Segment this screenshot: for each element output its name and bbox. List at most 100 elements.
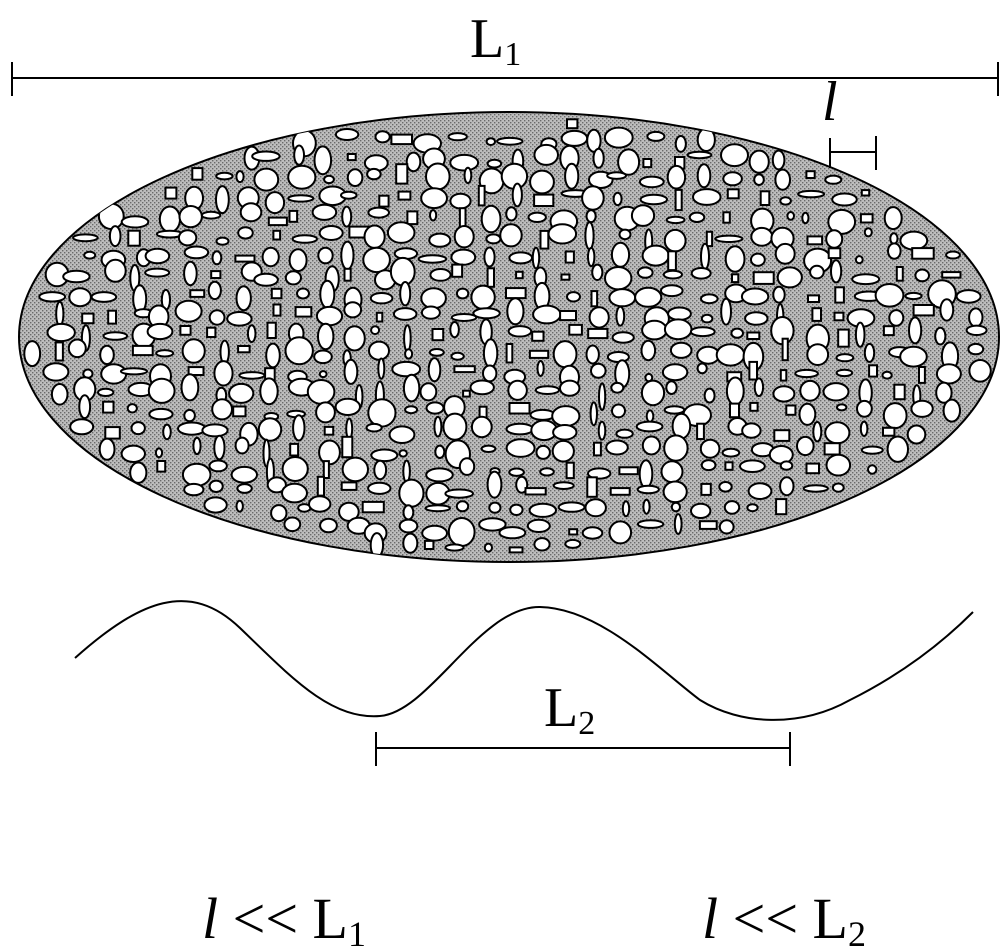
pore [566,291,581,303]
pore [785,404,797,416]
pore [642,498,651,515]
pore [723,500,741,515]
pore [799,379,821,402]
pore [511,182,523,208]
pore [724,461,734,471]
pore [507,379,528,401]
pore [431,328,445,342]
pore [246,324,257,344]
pore [893,383,906,401]
pore [406,210,419,226]
pore [334,128,360,141]
pore [552,340,578,369]
condition-l-much-less-than-l1: l << L1 [202,886,366,947]
pore [378,194,390,208]
pore [462,389,471,398]
pore [665,380,678,396]
pore [559,379,581,397]
pore [346,168,364,188]
pore [638,459,654,489]
pore [934,326,947,346]
pore [584,221,595,251]
pore [606,171,627,180]
pore [598,382,607,412]
pore [809,264,825,280]
pore [421,524,449,542]
pore [346,153,357,162]
pore [564,162,580,190]
pore [362,246,391,274]
pore [368,340,390,361]
pore [690,267,712,280]
pore [402,532,419,554]
pore [638,175,665,189]
pore [798,402,817,426]
pore [837,328,850,348]
pore [313,349,333,365]
pore [482,364,498,383]
pore [238,371,266,380]
pore [663,405,686,415]
pore [207,280,222,301]
pore [731,273,740,284]
pore [488,501,502,514]
pore [219,339,230,365]
pore [306,379,336,405]
pore [463,166,473,185]
pore [442,412,468,441]
pore [370,448,399,463]
pore [507,325,533,338]
pore [608,288,637,308]
pore [824,174,843,185]
pore [646,130,666,142]
pore [597,420,607,441]
pore [287,164,317,190]
pore [806,343,830,367]
pore [283,516,302,533]
pore [259,377,279,406]
pore [700,459,717,472]
pore [830,259,843,284]
pore [119,367,149,376]
pore [208,309,226,326]
pore [403,324,412,353]
pore [367,206,391,219]
pore [906,424,927,445]
pore [860,189,871,197]
pore [131,344,154,357]
pore [130,421,146,436]
pore [722,211,731,224]
pore [881,370,893,380]
pore [470,415,493,439]
pore [318,225,344,241]
pore [210,270,222,280]
pore [584,498,607,518]
pore [526,518,551,534]
pore [397,190,412,201]
pore [477,184,486,207]
pore [191,167,204,181]
pore [316,475,325,497]
pore [824,421,851,445]
pore [797,189,826,199]
pore [560,273,571,281]
pore [508,251,534,265]
pore [591,263,604,281]
pore [177,421,207,436]
pore [714,234,744,244]
pore [560,129,589,147]
pore [551,405,581,428]
pore [642,158,653,169]
pore [752,271,775,285]
pore [367,398,397,428]
pore [104,426,121,440]
pore [174,299,203,323]
pore [786,211,796,221]
wave-curve [74,600,974,721]
pore [615,305,626,327]
pore [812,421,823,443]
pore [588,306,610,329]
pore [319,279,336,309]
pore [46,322,76,343]
pore [293,144,306,166]
